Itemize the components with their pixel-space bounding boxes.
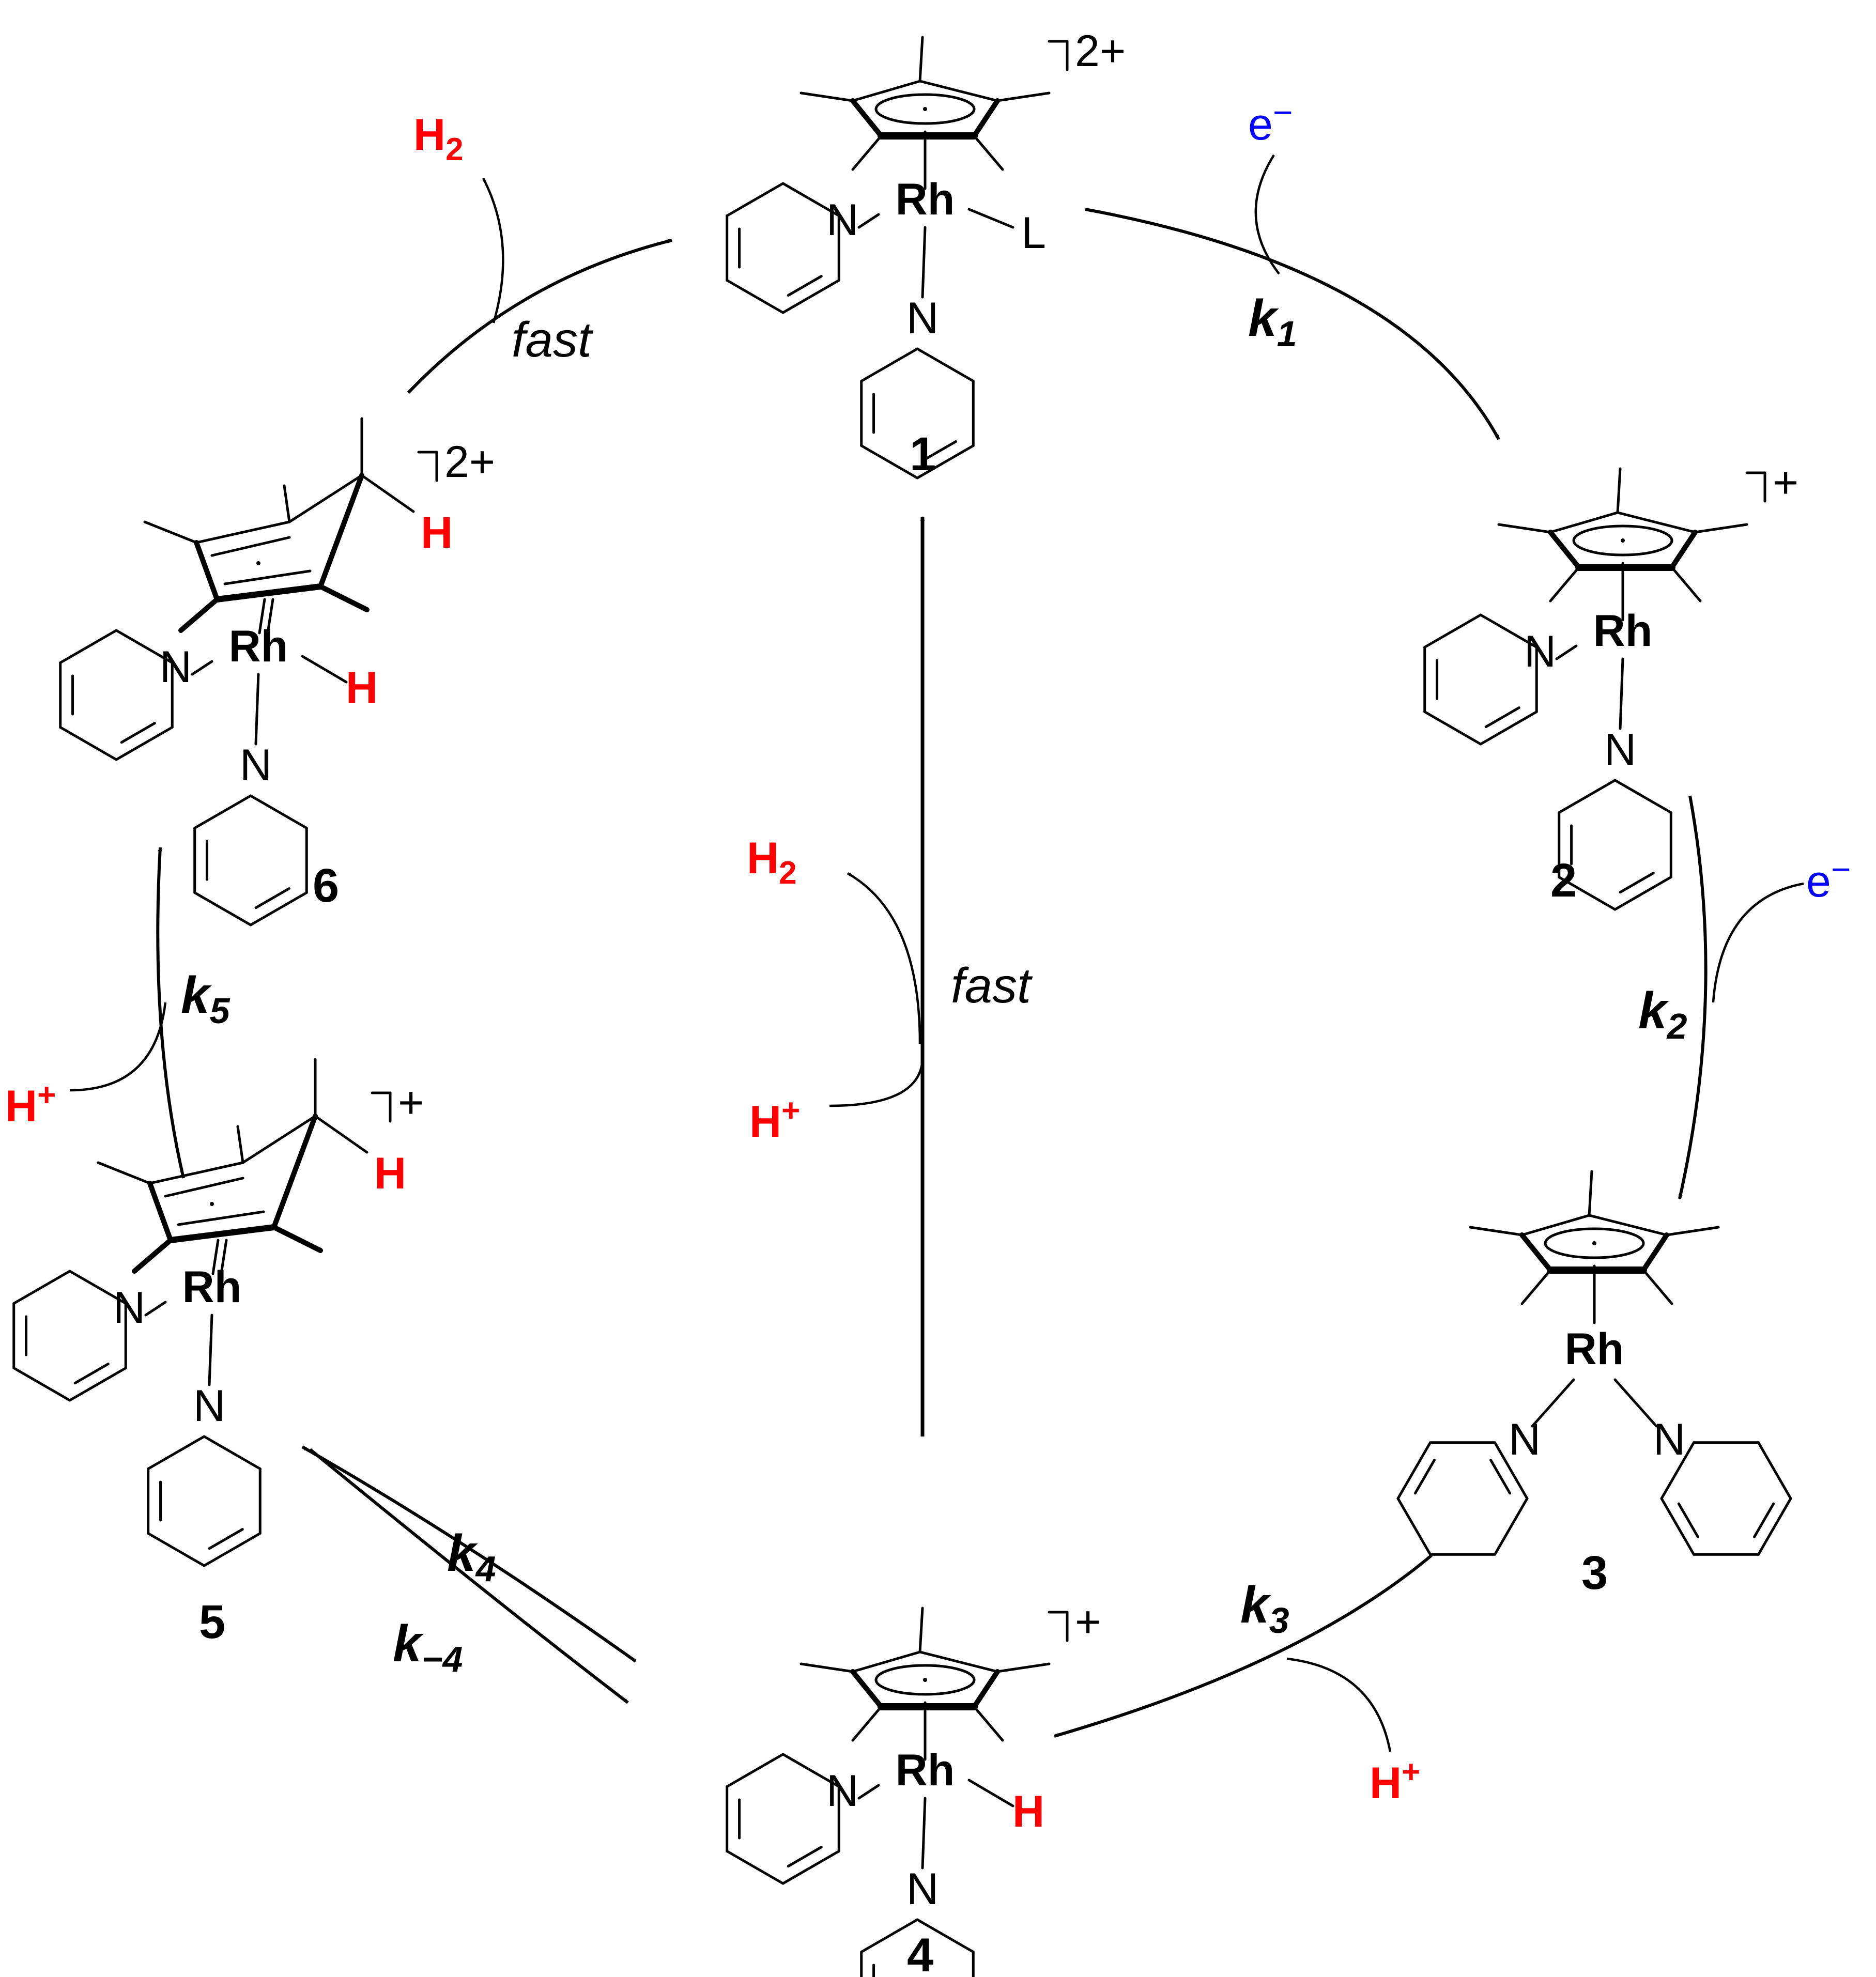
species-3: RhN N <box>1396 1170 1792 1556</box>
h2-center: H2 <box>747 833 797 891</box>
nitrogen-atom: N <box>160 642 192 692</box>
k1-label: k1 <box>1248 289 1297 354</box>
electron-1: e− <box>1248 93 1293 149</box>
arrow-5-to-4-forward <box>309 1448 629 1704</box>
fast-label-center: fast <box>951 958 1033 1013</box>
e-curve-2 <box>1712 882 1804 1003</box>
k2-label: k2 <box>1638 982 1687 1046</box>
species-4-charge: + <box>1075 1597 1101 1647</box>
proton-3: H+ <box>1370 1754 1420 1808</box>
proton-center: H+ <box>749 1093 800 1147</box>
arrow-1-to-2 <box>1085 208 1500 440</box>
h-curve-5 <box>69 1002 167 1092</box>
h2-curve-4 <box>829 1054 924 1107</box>
nitrogen-atom: N <box>1604 725 1636 775</box>
species-4-number: 4 <box>907 1929 933 1977</box>
h2-curve-4-out <box>847 872 921 1044</box>
nitrogen-atom: N <box>1509 1415 1541 1464</box>
km4-label: k−4 <box>393 1615 463 1679</box>
rhodium-atom: Rh <box>182 1262 242 1312</box>
reagent-curves <box>69 154 1804 1752</box>
k5-label: k5 <box>181 966 230 1031</box>
species-numbers: 1 2 3 4 5 6 <box>199 428 1608 1977</box>
species-2-charge: + <box>1773 458 1798 507</box>
h2-top: H2 <box>413 110 464 167</box>
rhodium-atom: Rh <box>896 175 955 224</box>
species-5-number: 5 <box>199 1596 225 1648</box>
k3-label: k3 <box>1240 1576 1289 1641</box>
species-5-charge: + <box>398 1078 424 1127</box>
hydride-atom: H <box>346 663 378 713</box>
k4-label: k4 <box>447 1524 496 1589</box>
species-6-charge: 2+ <box>444 437 495 487</box>
hydride-atom: H <box>1012 1787 1044 1836</box>
nitrogen-atom: N <box>193 1381 225 1431</box>
protonated-ring-h: H <box>374 1149 406 1198</box>
h-curve-3 <box>1286 1657 1392 1752</box>
nitrogen-atom: N <box>826 1766 858 1816</box>
rhodium-atom: Rh <box>1593 606 1653 656</box>
species-1-charge: 2+ <box>1075 26 1126 76</box>
reagent-labels: e− e− H+ H+ H+ H2 H2 <box>5 93 1851 1808</box>
protonated-ring-h: H <box>421 508 453 558</box>
nitrogen-atom: N <box>240 740 272 790</box>
h2-curve-6 <box>482 177 504 323</box>
rhodium-atom: Rh <box>1565 1324 1624 1374</box>
nitrogen-atom: N <box>113 1283 145 1333</box>
nitrogen-atom: N <box>1524 627 1556 676</box>
proton-left: H+ <box>5 1077 56 1131</box>
arrow-5-to-6 <box>156 847 185 1179</box>
nitrogen-atom: N <box>826 195 858 245</box>
rate-labels: k1 k2 k3 k4 k−4 k5 fast fast <box>181 289 1687 1679</box>
arrow-3-to-4 <box>1054 1554 1433 1738</box>
fast-label-top: fast <box>512 312 593 367</box>
nitrogen-atom: N <box>1653 1415 1685 1464</box>
species-3-number: 3 <box>1581 1547 1608 1599</box>
nitrogen-atom: N <box>906 1864 939 1914</box>
arrow-4-to-5-reverse <box>301 1445 637 1663</box>
arrow-6-to-1 <box>407 239 672 394</box>
ligand-L: L <box>1021 208 1046 258</box>
rhodium-atom: Rh <box>229 622 288 671</box>
species-6-number: 6 <box>313 859 339 912</box>
arrow-2-to-3 <box>1678 795 1708 1199</box>
nitrogen-atom: N <box>906 294 939 343</box>
electron-2: e− <box>1806 850 1851 906</box>
e-curve-1 <box>1254 154 1280 275</box>
rhodium-atom: Rh <box>896 1746 955 1795</box>
